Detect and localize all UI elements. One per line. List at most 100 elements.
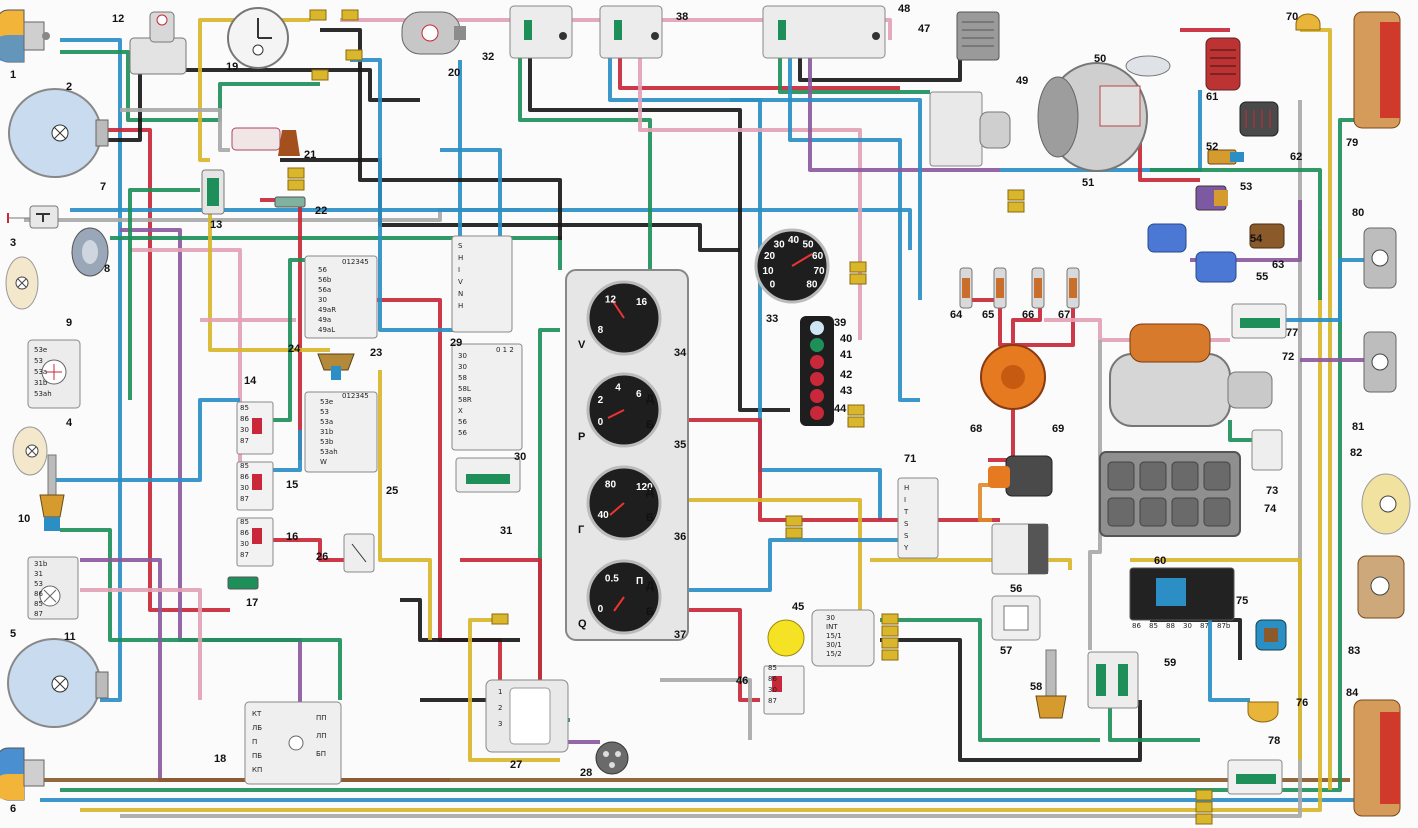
wire-red-40 <box>460 558 542 680</box>
callout-16: 16 <box>286 531 298 543</box>
callout-64: 64 <box>950 309 963 321</box>
component-20-heater-motor <box>401 11 466 55</box>
component-35-oil-pressure-gauge <box>586 372 662 448</box>
callout-65: 65 <box>982 309 994 321</box>
component-46-relay <box>763 665 805 715</box>
callout-11: 11 <box>64 631 76 643</box>
switch-30-pin: 56 <box>458 429 467 437</box>
callout-81: 81 <box>1352 421 1364 433</box>
connector-block-14 <box>785 527 803 539</box>
relay-46-pin: 85 <box>768 664 777 672</box>
tachometer-scale-label: 10 <box>762 266 774 277</box>
gauge-terminal-label: Б <box>646 419 654 431</box>
switch-30-pin: X <box>458 407 463 415</box>
callout-62: 62 <box>1290 151 1302 163</box>
switch-11-pin: 86 <box>34 590 43 598</box>
switch-25-pin: 53e <box>320 398 333 406</box>
component-15-relay <box>236 461 274 511</box>
component-52-sensor <box>1207 149 1244 165</box>
component-67-spark-plug <box>1066 267 1080 309</box>
callout-52: 52 <box>1206 141 1218 153</box>
callout-39: 39 <box>834 317 846 329</box>
wire-green-26 <box>518 58 652 270</box>
tachometer-scale-label: 0 <box>770 279 776 290</box>
wire-yellow-36 <box>688 498 862 620</box>
gauge-scale-label: 8 <box>598 325 604 336</box>
component-72-starter <box>1109 323 1273 427</box>
relay-14-pin: 87 <box>240 437 249 445</box>
component-23-light-switch <box>304 255 378 339</box>
gauge-scale-label: 120 <box>636 482 653 493</box>
component-29-ignition-switch-contacts <box>451 235 513 333</box>
callout-77: 77 <box>1286 327 1298 339</box>
relay-60-pin: 86 <box>1132 622 1141 630</box>
callout-7: 7 <box>100 181 106 193</box>
tachometer-scale-label: 40 <box>788 235 800 246</box>
wire-grey-52 <box>1088 340 1102 650</box>
component-53-sensor <box>1195 185 1228 211</box>
wire-black-12 <box>280 158 740 252</box>
callout-6: 6 <box>10 803 16 815</box>
tachometer-scale-label: 30 <box>774 239 786 250</box>
component-71-switch <box>897 477 939 559</box>
wire-black-27 <box>528 58 790 412</box>
wire-green-61 <box>1228 420 1252 442</box>
switch-45-pin: 15/2 <box>826 650 842 658</box>
switch-23-pin: 49aR <box>318 306 336 314</box>
connector-18-pin: ПБ <box>252 752 262 760</box>
callout-5: 5 <box>10 628 16 640</box>
connector-block-5 <box>287 167 305 179</box>
wire-blue-72 <box>273 430 302 472</box>
component-63-sensor <box>1249 223 1285 249</box>
component-33-tachometer <box>754 228 830 304</box>
callout-20: 20 <box>448 67 460 79</box>
callout-3: 3 <box>10 237 16 249</box>
switch-23-pin: 56 <box>318 266 327 274</box>
wire-yellow-69 <box>378 370 432 640</box>
wire-grey-22 <box>120 100 1302 818</box>
callout-58: 58 <box>1030 681 1042 693</box>
wire-pink-17 <box>80 588 202 700</box>
callout-54: 54 <box>1250 233 1263 245</box>
callout-32: 32 <box>482 51 494 63</box>
component-8-horn <box>71 227 109 277</box>
switch-29-pin: I <box>458 266 460 274</box>
gauge-letter: Р <box>578 431 585 443</box>
component-45-ignition-lock <box>767 609 875 667</box>
connector-block-10 <box>1007 201 1025 213</box>
connector-18-pin: ПП <box>316 714 327 722</box>
component-80-rear-lamp <box>1363 227 1397 289</box>
connector-18-pin: БП <box>316 750 326 758</box>
panel-9-pin: 31b <box>34 379 48 387</box>
switch-71-pin: Y <box>903 544 909 552</box>
wire-grey-66 <box>120 108 230 152</box>
gauge-letter: Q <box>578 618 587 630</box>
switch-11-pin: 31 <box>34 570 43 578</box>
callout-17: 17 <box>246 597 258 609</box>
component-18-fuse-block <box>244 701 342 785</box>
relay-46-pin: 30 <box>768 686 777 694</box>
component-25-wiper-switch <box>304 391 378 473</box>
component-9-washer-switch <box>27 339 81 409</box>
component-24-stop-switch <box>317 353 355 380</box>
component-65-spark-plug <box>993 267 1007 309</box>
component-2-headlamp <box>8 88 109 178</box>
component-54-washer-motor <box>1147 223 1187 253</box>
wire-yellow-53 <box>1130 558 1302 760</box>
switch-25-pin: 53b <box>320 438 334 446</box>
callout-66: 66 <box>1022 309 1034 321</box>
component-26-sensor <box>343 533 375 573</box>
connector-block-22 <box>1195 813 1213 825</box>
callout-76: 76 <box>1296 697 1308 709</box>
switch-29-pin: H <box>458 302 463 310</box>
tachometer-scale-label: 20 <box>764 251 776 262</box>
component-32-relay <box>509 5 573 59</box>
component-76-lamp <box>1247 701 1279 723</box>
connector-block-13 <box>785 515 803 527</box>
component-19-clock <box>227 7 289 69</box>
callout-70: 70 <box>1286 11 1298 23</box>
callout-36: 36 <box>674 531 686 543</box>
gauge-scale-label: 40 <box>598 510 610 521</box>
gauge-terminal-label: Д <box>646 393 654 405</box>
switch-25-header: 012345 <box>342 392 369 400</box>
